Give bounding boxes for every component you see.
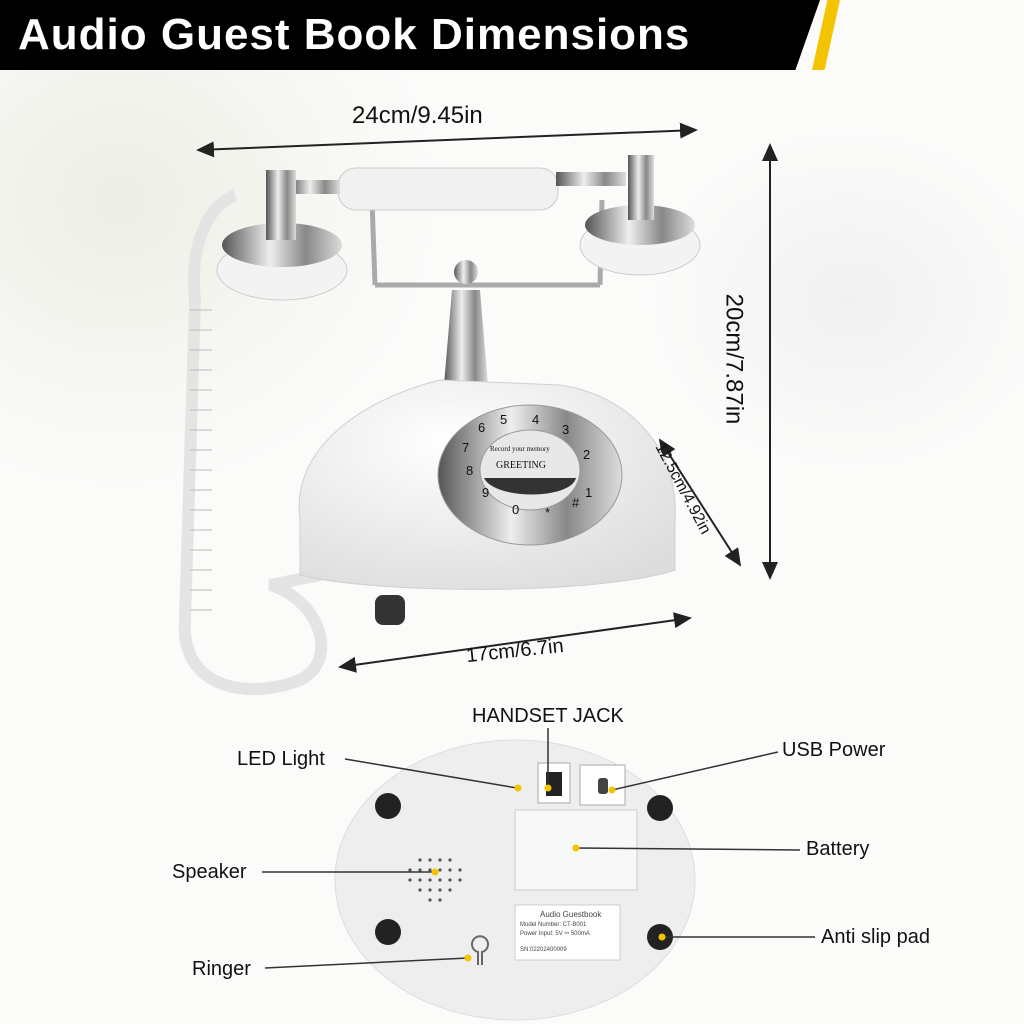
callout-lines	[262, 728, 815, 969]
coiled-cord	[178, 189, 328, 696]
key-8: 8	[466, 463, 474, 478]
handset-handle	[337, 167, 559, 211]
key-hash: #	[572, 495, 580, 510]
nameplate-model: Model Number: CT-B001	[520, 922, 587, 928]
cradle	[369, 199, 605, 288]
speaker-grille	[408, 858, 462, 902]
key-9: 9	[482, 485, 490, 500]
callout-handset-jack: HANDSET JACK	[472, 705, 624, 727]
dial-center-label: GREETING	[496, 460, 546, 471]
callout-usb-power: USB Power	[782, 739, 886, 761]
dimension-arrows	[196, 122, 778, 673]
key-1: 1	[585, 485, 593, 500]
neck	[444, 290, 488, 385]
key-2: 2	[583, 447, 591, 462]
key-6: 6	[478, 420, 486, 435]
callout-battery: Battery	[806, 838, 870, 860]
callout-anti-slip-pad: Anti slip pad	[821, 926, 930, 948]
nameplate-sn: SN:02202400009	[520, 947, 567, 953]
nameplate-power: Power Input: 5V ⎓ 500mA	[520, 931, 590, 937]
callout-dots	[431, 784, 666, 962]
key-3: 3	[562, 422, 570, 437]
title-banner	[0, 0, 820, 70]
key-0: 0	[512, 502, 520, 517]
height-dimension: 20cm/7.87in	[720, 293, 748, 425]
page-title: Audio Guest Book Dimensions	[18, 10, 691, 59]
callout-speaker: Speaker	[172, 861, 247, 883]
key-4: 4	[532, 412, 540, 427]
key-7: 7	[462, 440, 470, 455]
width-dimension: 24cm/9.45in	[352, 102, 483, 129]
key-star: *	[545, 505, 551, 520]
key-5: 5	[500, 412, 508, 427]
callout-ringer: Ringer	[192, 958, 251, 980]
nameplate	[514, 904, 621, 961]
dial-center-caption: Record your memory	[490, 445, 550, 453]
callout-led-light: LED Light	[237, 748, 325, 770]
nameplate-title: Audio Guestbook	[540, 910, 602, 919]
ringer-hole	[471, 935, 489, 965]
